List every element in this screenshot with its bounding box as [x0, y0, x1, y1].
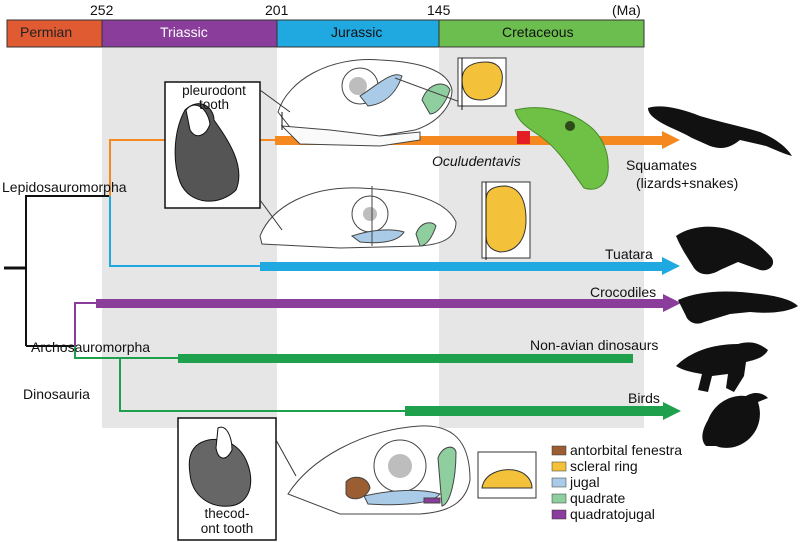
pleurodont-tooth-inset	[164, 81, 291, 231]
legend-swatch-quadrate	[551, 493, 567, 504]
period-label-triassic: Triassic	[160, 24, 208, 40]
thecodont-tooth-inset	[177, 417, 297, 541]
silhouettes	[648, 106, 798, 448]
tuatara-jugal	[350, 229, 405, 244]
tuatara-arrowhead	[662, 257, 680, 275]
taxon-label-birds: Birds	[628, 390, 660, 406]
legend-swatch-scleral	[551, 461, 567, 472]
legend-swatches	[551, 445, 567, 520]
tuatara-skull-drawing	[259, 186, 457, 249]
anole-eye	[565, 121, 575, 131]
tick-label-145: 145	[427, 2, 451, 18]
taxon-label-squamates-sub: (lizards+snakes)	[636, 175, 739, 191]
thecodont-crown	[215, 426, 233, 459]
nonavian-range	[178, 354, 633, 363]
tuatara-scleral-ring-inset	[481, 181, 531, 260]
scleral-ring-shape	[485, 185, 527, 253]
bird-eye-center	[388, 454, 412, 478]
callout-line-2	[259, 199, 283, 231]
tick-label-252: 252	[90, 2, 114, 18]
squamate-eye-center	[349, 77, 367, 95]
legend-swatch-antorbital	[551, 445, 567, 456]
legend-label-scleral: scleral ring	[570, 458, 638, 474]
squamate-arrowhead	[662, 131, 680, 149]
tuatara-eye-center	[363, 207, 377, 221]
taxon-label-tuatara: Tuatara	[605, 246, 653, 262]
period-bar	[6, 19, 645, 48]
squamate-range	[275, 136, 665, 145]
callout-line	[259, 89, 291, 113]
root-branch	[25, 195, 110, 346]
period-label-cretaceous: Cretaceous	[502, 24, 574, 40]
time-unit-label: (Ma)	[612, 2, 641, 18]
lepido-tuatara-branch	[109, 196, 260, 267]
bird-skull-drawing	[287, 425, 471, 515]
range-bars	[96, 131, 681, 420]
tuatara-quadrate	[415, 222, 437, 247]
archo-to-dino	[74, 346, 120, 359]
tick-label-201: 201	[265, 2, 289, 18]
squamate-scleral-ring-inset	[457, 57, 507, 110]
scleral-ring-shape	[461, 61, 503, 101]
legend-label-jugal: jugal	[570, 474, 600, 490]
clade-label-lepidosauromorpha: Lepidosauromorpha	[2, 179, 127, 195]
squamate-jugal	[359, 74, 403, 107]
legend-swatch-jugal	[551, 477, 567, 488]
bird-antorbital	[345, 476, 371, 500]
tuatara-range	[260, 262, 665, 271]
crocodile-silhouette	[678, 291, 798, 324]
pleurodont-crown	[185, 104, 211, 137]
pleurodont-caption-line2: tooth	[198, 97, 230, 112]
period-label-jurassic: Jurassic	[331, 24, 383, 40]
birds-arrowhead	[663, 402, 681, 420]
bird-silhouette	[702, 392, 768, 448]
birds-range	[405, 406, 667, 416]
squamate-skull-drawing	[277, 59, 461, 147]
period-cretaceous	[438, 19, 645, 48]
oculudentavis-marker	[517, 131, 530, 144]
tuatara-silhouette	[676, 226, 774, 275]
taxon-label-non-avian-dinosaurs: Non-avian dinosaurs	[530, 337, 659, 353]
clade-label-archosauromorpha: Archosauromorpha	[31, 339, 151, 355]
bird-scleral-ring-inset	[477, 451, 537, 499]
legend-label-antorbital: antorbital fenestra	[570, 442, 683, 458]
legend-label-quadratojugal: quadratojugal	[570, 506, 655, 522]
anole-head	[514, 107, 609, 190]
lizard-silhouette	[648, 106, 792, 156]
croc-branch	[74, 302, 96, 346]
pleurodont-caption-line1: pleurodont	[182, 83, 246, 98]
taxon-label-squamates: Squamates	[626, 157, 697, 173]
dinosaur-silhouette	[676, 342, 768, 392]
scleral-ring-shape	[481, 469, 533, 489]
thecodont-caption-line1: thecod-	[204, 506, 250, 521]
dino-branch	[119, 358, 405, 412]
pointer-line	[394, 77, 461, 103]
croc-arrowhead	[663, 294, 681, 312]
period-label-permian: Permian	[20, 24, 73, 40]
croc-range	[96, 299, 666, 308]
thecodont-caption-line2: ont tooth	[200, 521, 254, 536]
clade-label-dinosauria: Dinosauria	[23, 386, 90, 402]
legend-label-quadrate: quadrate	[570, 490, 626, 506]
squamate-jaw	[280, 125, 421, 147]
taxon-label-oculudentavis: Oculudentavis	[432, 153, 521, 169]
squamate-quadrate	[421, 83, 451, 115]
callout-line	[275, 439, 297, 477]
anole-head-photo	[514, 107, 609, 190]
bird-quadratojugal	[423, 497, 441, 504]
bird-quadrate	[437, 446, 457, 507]
legend-swatch-quadratojugal	[551, 509, 567, 520]
taxon-label-crocodiles: Crocodiles	[590, 284, 657, 300]
period-permian	[6, 19, 103, 48]
bird-jugal	[363, 489, 441, 506]
